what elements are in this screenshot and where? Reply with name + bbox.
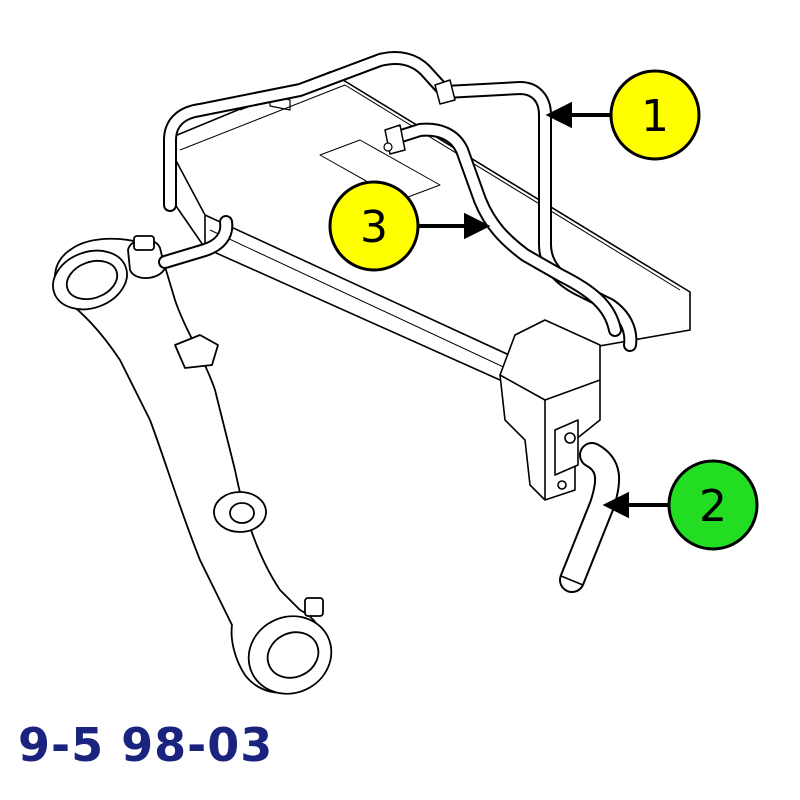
arrow-2 (602, 491, 670, 519)
model-years-caption: 9-5 98-03 (18, 718, 274, 772)
drain-hose-2 (559, 442, 621, 593)
connector-elbow (158, 215, 234, 269)
arrow-3 (415, 212, 491, 240)
callout-2-label: 2 (699, 481, 727, 532)
callout-1-circle (609, 69, 701, 161)
breather-hose-3 (383, 122, 622, 337)
arrow-1 (545, 101, 612, 129)
callout-1-label: 1 (641, 91, 669, 142)
callout-2: 2 (667, 459, 759, 551)
callout-3: 3 (328, 180, 420, 272)
oil-separator (499, 319, 601, 501)
callout-2-circle (667, 459, 759, 551)
callout-3-label: 3 (360, 202, 388, 253)
callout-1: 1 (609, 69, 701, 161)
intake-pipe (52, 235, 333, 695)
callout-3-circle (328, 180, 420, 272)
